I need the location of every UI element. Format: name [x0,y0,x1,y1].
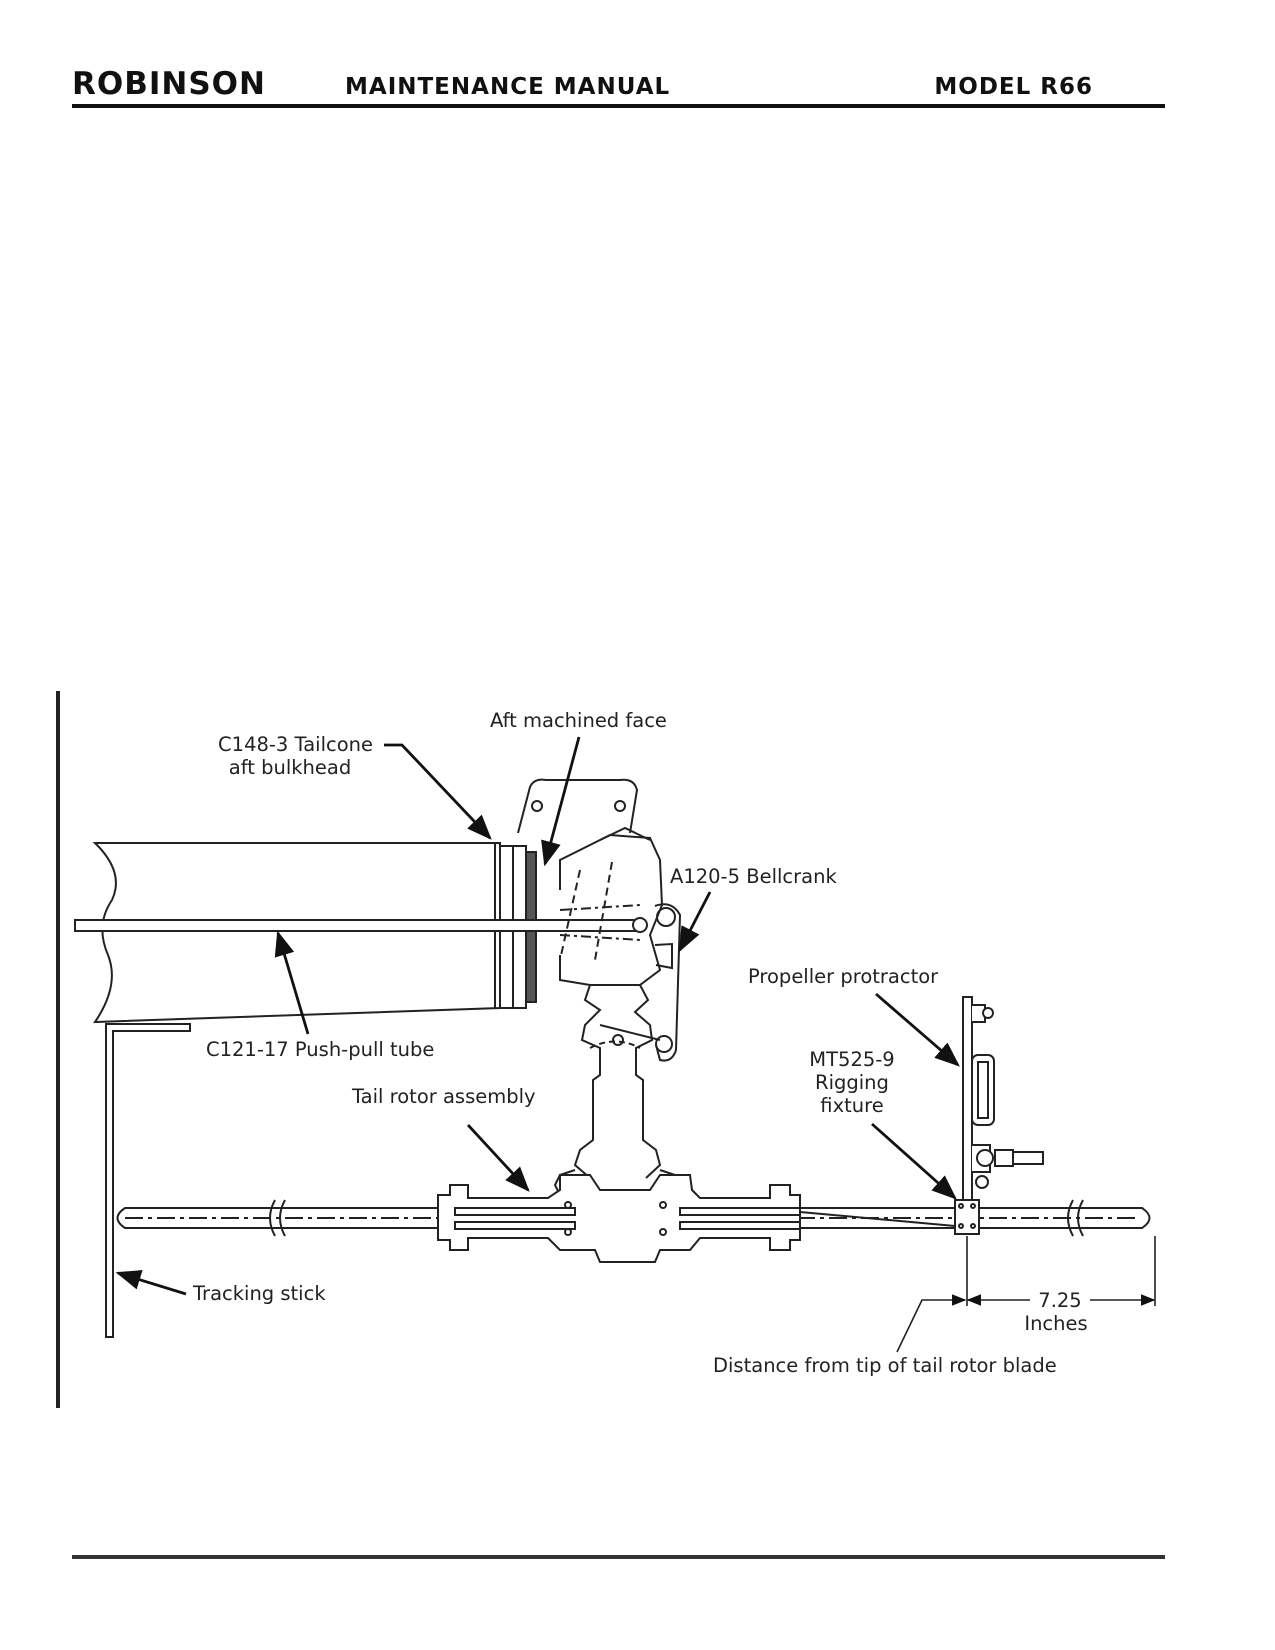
tailcone [92,842,537,1024]
label-push-pull-tube: C121-17 Push-pull tube [206,1038,434,1061]
tracking-stick [105,1023,191,1338]
label-rigging-line2: Rigging [815,1071,889,1094]
header-model: MODEL R66 [934,74,1093,100]
footer-rule [72,1555,1165,1559]
label-tailcone-line2: aft bulkhead [229,756,351,779]
header-brand: ROBINSON [72,66,266,102]
label-dimension-value: 7.25 [1038,1289,1081,1312]
label-tail-rotor-assembly: Tail rotor assembly [351,1085,536,1108]
tail-gearbox [517,778,682,1196]
label-distance-note: Distance from tip of tail rotor blade [713,1354,1057,1377]
label-tailcone-line1: C148-3 Tailcone [218,733,373,756]
header-rule [72,104,1165,108]
revision-change-bar [56,691,60,1408]
tail-rotor [116,1174,1151,1263]
header-title: MAINTENANCE MANUAL [345,74,671,100]
label-tracking-stick: Tracking stick [192,1282,326,1305]
label-dimension-unit: Inches [1024,1312,1087,1335]
label-bellcrank: A120-5 Bellcrank [670,865,837,888]
leader-lines [115,736,960,1296]
rigging-fixture [954,1199,980,1235]
propeller-protractor [962,996,1044,1206]
label-aft-machined-face: Aft machined face [490,709,667,732]
push-pull-tube [74,917,648,933]
label-rigging-line1: MT525-9 [809,1048,894,1071]
label-propeller-protractor: Propeller protractor [748,965,939,988]
dimension-lines [896,1236,1156,1353]
label-rigging-line3: fixture [820,1094,883,1117]
